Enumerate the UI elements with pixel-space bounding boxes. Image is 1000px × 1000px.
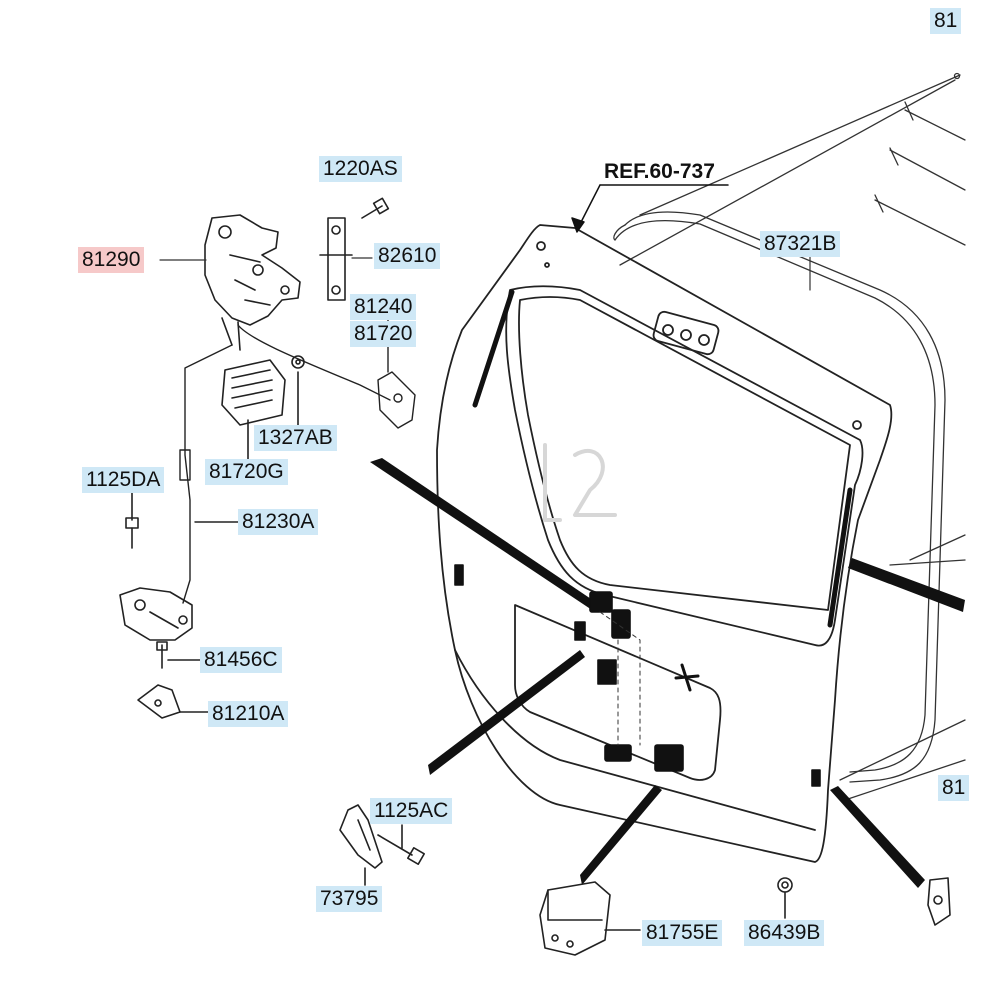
reference-label[interactable]: REF.60-737	[604, 160, 715, 183]
leader-wedges	[370, 458, 965, 888]
release-cable	[237, 311, 416, 429]
bolt-1220AS	[361, 197, 390, 219]
part-label-81720G[interactable]: 81720G	[205, 459, 288, 485]
part-label-81755E[interactable]: 81755E	[642, 920, 723, 946]
tailgate-mounted-parts	[454, 564, 821, 787]
part-label-81720[interactable]: 81720	[350, 321, 417, 347]
gas-struts	[472, 289, 853, 628]
part-label-81210A[interactable]: 81210A	[208, 701, 289, 727]
part-label-82610[interactable]: 82610	[374, 243, 441, 269]
part-label-1327AB[interactable]: 1327AB	[254, 425, 337, 451]
partial-right-bracket	[927, 877, 951, 926]
watermark-logo	[543, 443, 617, 522]
part-label-1220AS[interactable]: 1220AS	[319, 156, 402, 182]
guide-lines	[599, 611, 641, 746]
striker-81210A	[137, 684, 211, 719]
bolt-1125AC	[377, 824, 425, 865]
door-latch-actuator	[204, 214, 301, 351]
part-label-81290[interactable]: 81290	[78, 247, 145, 273]
part-label-81230A[interactable]: 81230A	[238, 509, 319, 535]
bracket-82610	[319, 217, 353, 301]
label-leaders	[159, 254, 811, 463]
part-label-81240[interactable]: 81240	[350, 294, 417, 320]
part-label-1125DA[interactable]: 1125DA	[82, 467, 165, 493]
tailgate-panel	[436, 224, 893, 863]
part-label-87321B[interactable]: 87321B	[760, 231, 841, 257]
part-label-1125AC[interactable]: 1125AC	[370, 798, 453, 824]
vehicle-body-outline	[619, 72, 966, 801]
bracket-73795	[339, 804, 383, 886]
screw-1125DA	[125, 491, 139, 549]
grommet-86439B	[777, 877, 793, 919]
part-label-86439B[interactable]: 86439B	[744, 920, 825, 946]
lower-latch-assembly	[119, 587, 193, 641]
nut-1327AB	[291, 355, 305, 426]
outside-handle-81720G	[221, 359, 286, 461]
weatherstrip-seal	[613, 211, 946, 783]
part-label-81456C[interactable]: 81456C	[200, 647, 282, 673]
lamp-81755E	[539, 881, 641, 956]
part-label-cut-top[interactable]: 81	[930, 8, 962, 34]
latch-rod-81230A	[179, 344, 239, 604]
ref-arrow	[571, 184, 729, 233]
part-label-73795[interactable]: 73795	[316, 886, 383, 912]
screw-81456C	[156, 641, 201, 669]
part-label-cut-right[interactable]: 81	[938, 775, 970, 801]
